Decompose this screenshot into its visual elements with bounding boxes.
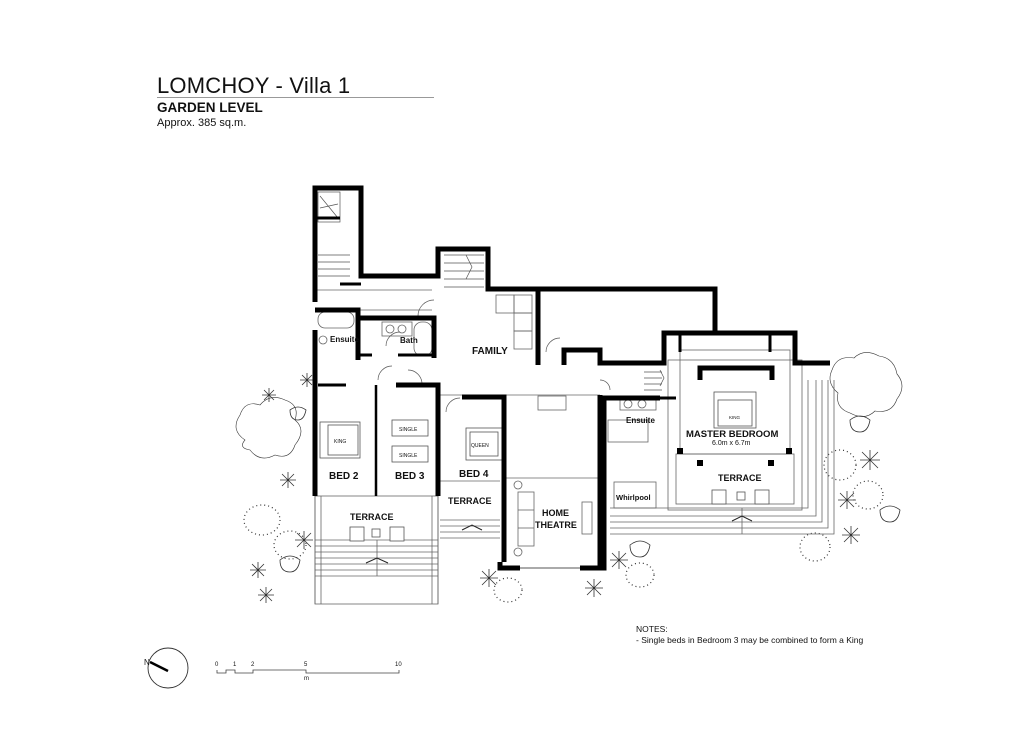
room-label-bed2: BED 2	[329, 471, 359, 482]
landscaping-left	[235, 373, 314, 603]
bed3-bed-label-b: SINGLE	[399, 453, 418, 459]
scale-tick-0: 0	[215, 662, 219, 668]
scale-tick-5: 5	[304, 662, 308, 668]
room-label-whirlpool: Whirlpool	[616, 493, 651, 502]
furniture-beds	[319, 391, 757, 463]
notes-block: NOTES: - Single beds in Bedroom 3 may be…	[636, 624, 863, 646]
room-label-master-bedroom: MASTER BEDROOM	[686, 429, 778, 440]
room-label-terrace-bed23: TERRACE	[350, 512, 394, 522]
landscaping-bottom	[480, 540, 655, 603]
exterior-walls	[312, 185, 830, 571]
room-label-terrace-master: TERRACE	[718, 473, 762, 483]
entry-arrows	[365, 515, 753, 564]
room-label-ensuite-left: Ensuite	[330, 335, 359, 344]
room-label-terrace-bed4: TERRACE	[448, 496, 492, 506]
thin-lines	[314, 289, 835, 605]
notes-heading: NOTES:	[636, 624, 668, 634]
north-arrow: N	[144, 647, 189, 689]
title-underline	[157, 97, 434, 98]
master-bed-label: KING	[729, 415, 741, 420]
door-swings	[377, 299, 611, 413]
room-label-bath: Bath	[400, 336, 418, 345]
bed3-bed-label-a: SINGLE	[399, 427, 418, 433]
scale-unit: m	[304, 676, 309, 682]
room-label-home-theatre-2: THEATRE	[535, 520, 577, 530]
room-label-ensuite-master: Ensuite	[626, 416, 655, 425]
notes-item: - Single beds in Bedroom 3 may be combin…	[636, 635, 864, 645]
scale-bar	[216, 669, 400, 674]
room-label-home-theatre-1: HOME	[542, 508, 569, 518]
north-label: N	[144, 658, 150, 667]
landscaping-right	[799, 352, 903, 562]
plan-title: LOMCHOY - Villa 1	[157, 73, 351, 98]
level-label: GARDEN LEVEL	[157, 100, 263, 115]
scale-tick-10: 10	[395, 662, 402, 668]
scale-tick-1: 1	[233, 662, 237, 668]
master-bedroom-dimensions: 6.0m x 6.7m	[712, 440, 751, 447]
furniture-chairs	[349, 489, 770, 542]
room-label-bed3: BED 3	[395, 471, 425, 482]
room-label-bed4: BED 4	[459, 469, 489, 480]
room-label-family: FAMILY	[472, 346, 508, 357]
area-label: Approx. 385 sq.m.	[157, 117, 247, 129]
bed4-bed-label: QUEEN	[471, 443, 489, 449]
bed2-bed-label: KING	[334, 439, 346, 445]
scale-tick-2: 2	[251, 662, 255, 668]
columns	[677, 448, 792, 466]
stairs	[317, 191, 665, 391]
